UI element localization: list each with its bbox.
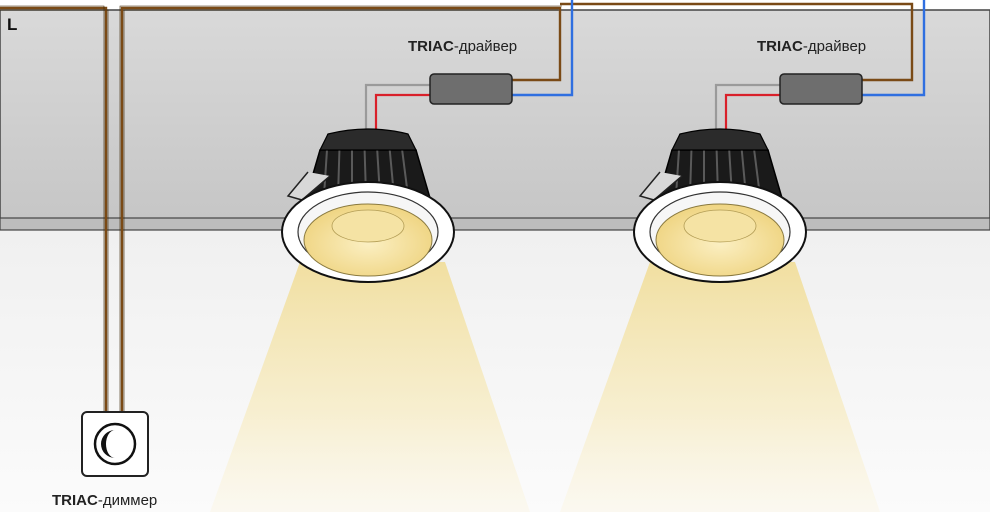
wire-line-in <box>0 6 108 418</box>
light-beam-left <box>210 262 530 512</box>
wire-neutral-1 <box>512 0 574 97</box>
downlight-icon <box>281 128 455 283</box>
driver-2-output <box>714 83 780 134</box>
ceiling-slab <box>0 9 990 221</box>
ceiling-panel <box>0 217 990 231</box>
line-wires <box>0 2 914 418</box>
wire-dimmed-to-driver-2 <box>560 2 914 82</box>
wire-dimmed-to-driver-1 <box>120 6 562 418</box>
driver-box-1 <box>429 73 513 105</box>
driver-1-output <box>364 83 430 134</box>
downlight-icon <box>633 128 807 283</box>
dimmer-label: TRIAC-диммер <box>52 492 158 509</box>
light-beam-right <box>560 262 880 512</box>
dimmer-knob-icon <box>93 422 137 466</box>
dimmer-switch <box>81 411 149 477</box>
neutral-wires <box>512 0 926 97</box>
driver-box-2 <box>779 73 863 105</box>
driver-label-2: TRIAC-драйвер <box>757 38 867 55</box>
line-label: L <box>7 15 18 34</box>
driver-label-1: TRIAC-драйвер <box>408 38 518 55</box>
wire-neutral-2 <box>862 0 926 97</box>
